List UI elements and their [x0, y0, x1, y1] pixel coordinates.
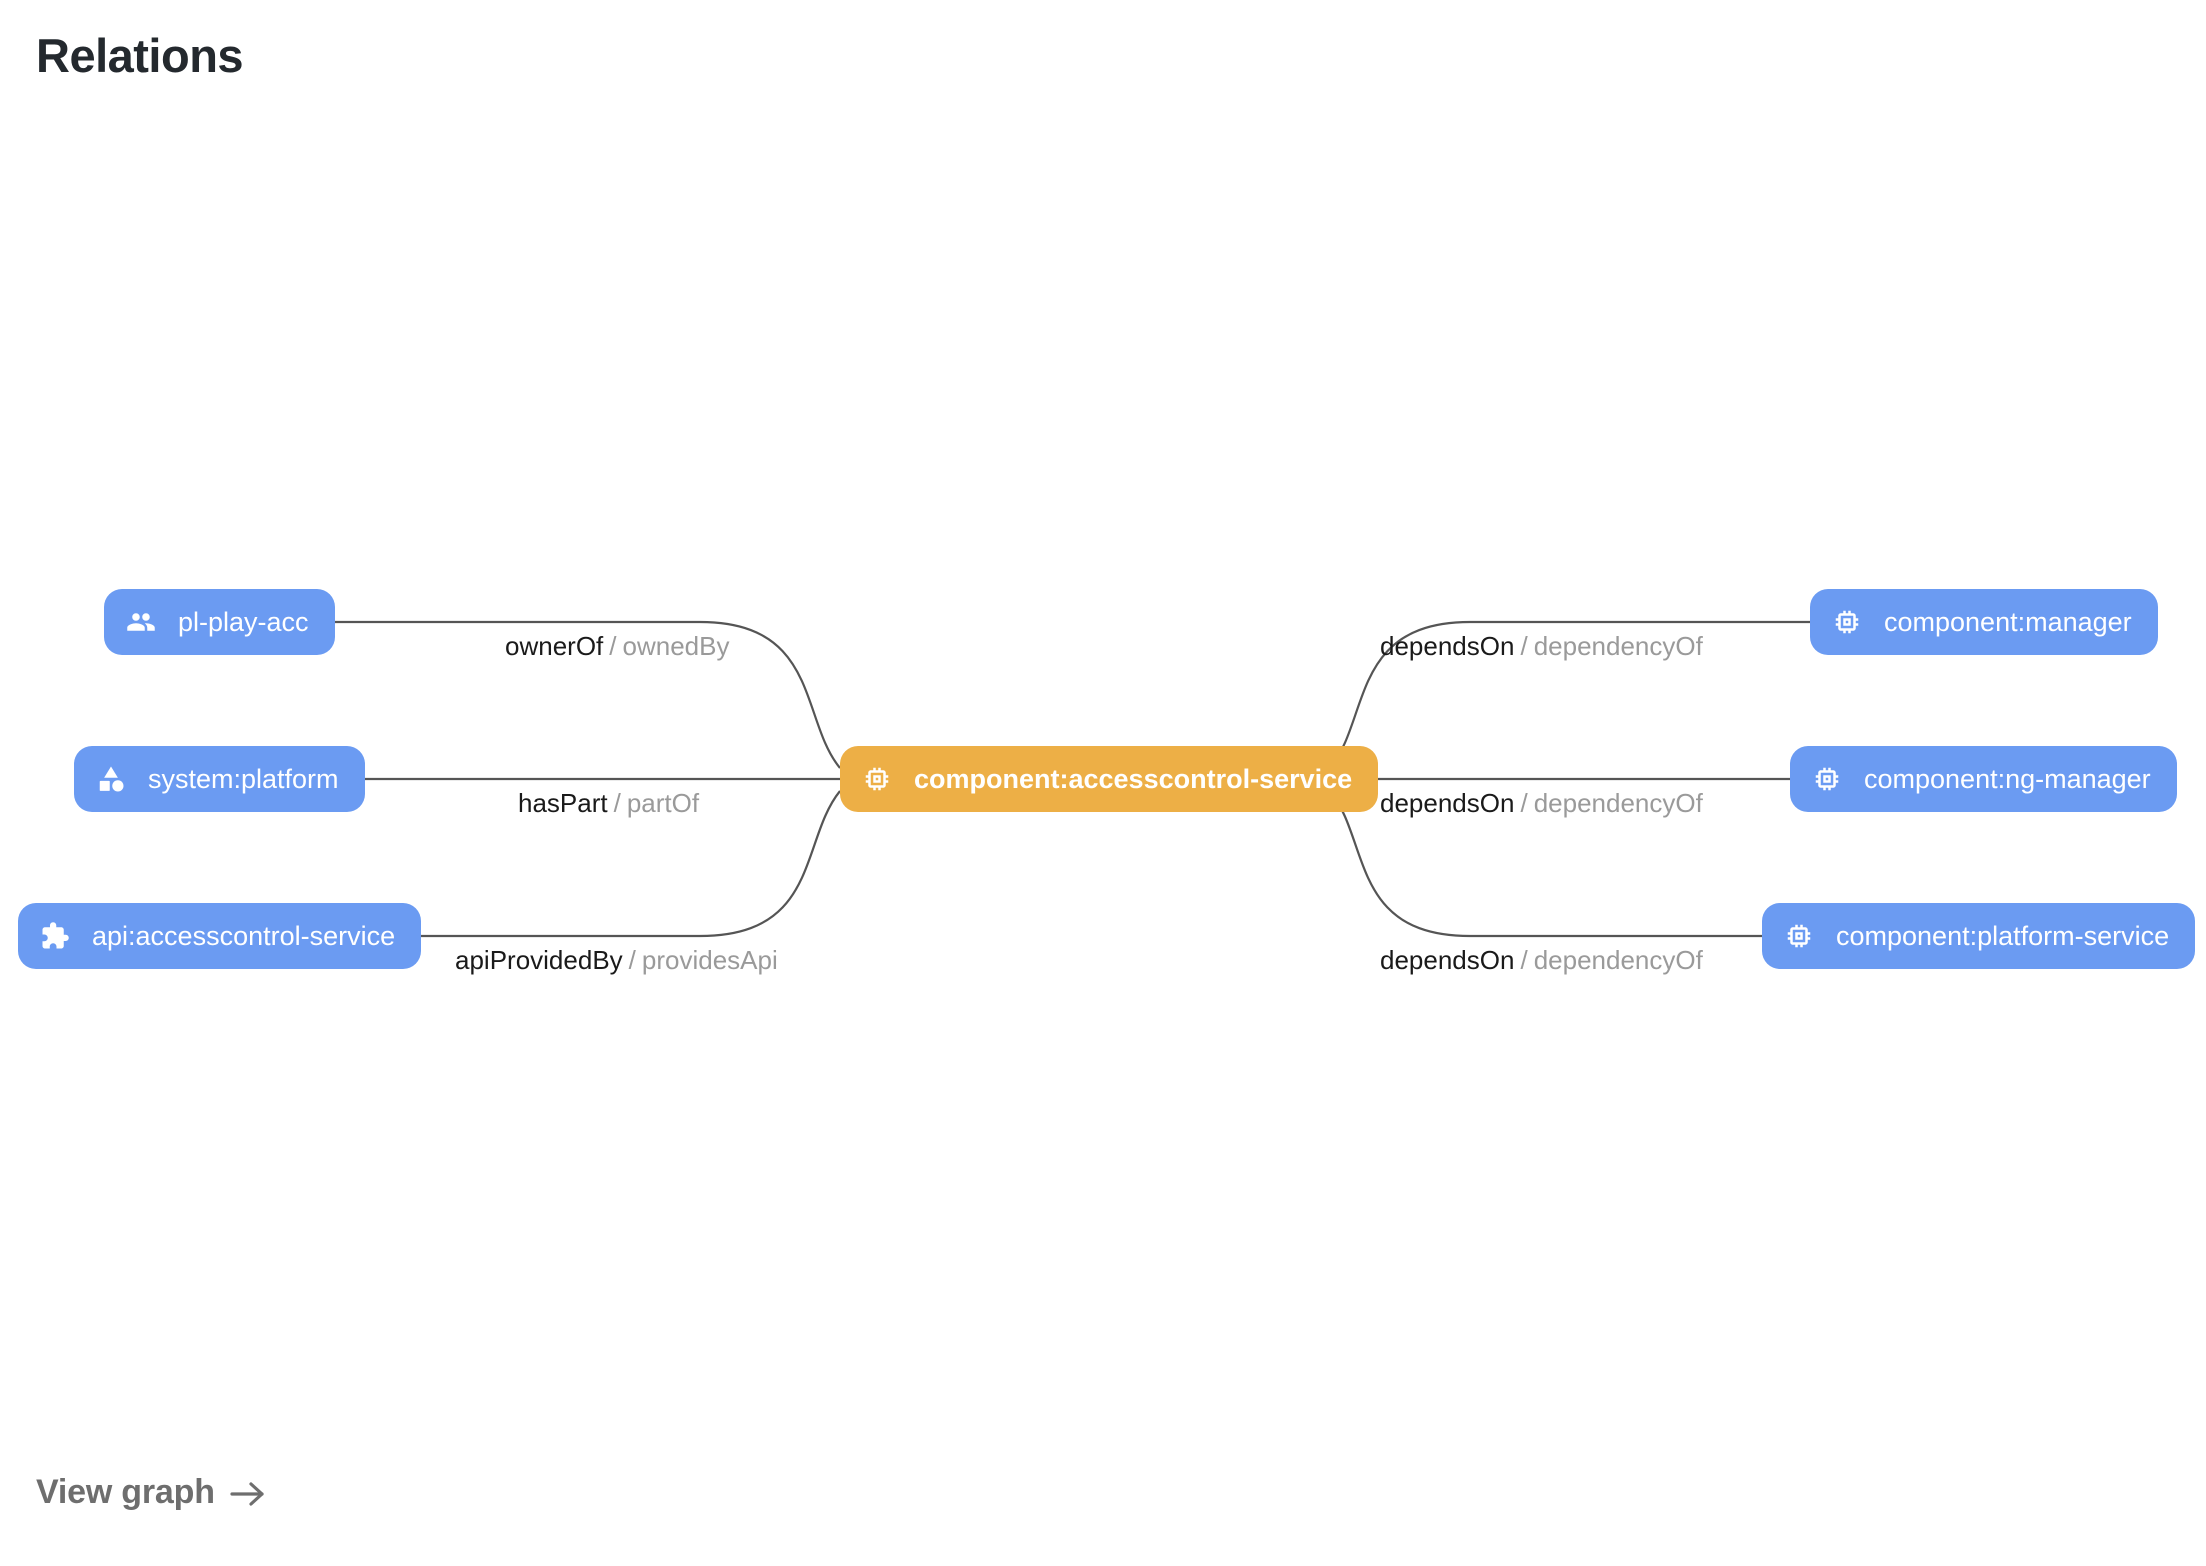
edge-label-forward: apiProvidedBy: [455, 945, 623, 975]
puzzle-piece-icon: [40, 921, 70, 951]
edge-label-separator: /: [1520, 788, 1528, 818]
graph-node-label: component:platform-service: [1836, 920, 2170, 951]
edge-label-dependson-ng-manager: dependsOn/dependencyOf: [1380, 790, 1703, 816]
graph-node-label: pl-play-acc: [178, 606, 309, 637]
edge-label-reverse: dependencyOf: [1533, 945, 1703, 975]
edge-label-forward: hasPart: [518, 788, 608, 818]
edge-label-forward: dependsOn: [1380, 631, 1515, 661]
edge-label-separator: /: [613, 788, 621, 818]
graph-node-component-ng-manager[interactable]: component:ng-manager: [1790, 746, 2177, 812]
graph-node-component-manager[interactable]: component:manager: [1810, 589, 2158, 655]
graph-node-label: api:accesscontrol-service: [92, 920, 396, 951]
edge-label-reverse: partOf: [626, 788, 700, 818]
edge-label-separator: /: [609, 631, 617, 661]
edge-label-forward: dependsOn: [1380, 945, 1515, 975]
edge-label-dependson-platform-service: dependsOn/dependencyOf: [1380, 947, 1703, 973]
edge-label-reverse: ownedBy: [622, 631, 730, 661]
arrow-right-icon: [229, 1479, 267, 1509]
edge-label-forward: dependsOn: [1380, 788, 1515, 818]
edge-label-separator: /: [1520, 945, 1528, 975]
memory-chip-icon: [862, 764, 892, 794]
graph-node-api-accesscontrol-service[interactable]: api:accesscontrol-service: [18, 903, 422, 969]
graph-node-label: component:manager: [1884, 606, 2132, 637]
edge-label-haspart: hasPart/partOf: [518, 790, 699, 816]
graph-node-component-accesscontrol-service[interactable]: component:accesscontrol-service: [840, 746, 1379, 812]
graph-node-label: component:ng-manager: [1864, 763, 2151, 794]
group-people-icon: [126, 607, 156, 637]
edge-label-separator: /: [628, 945, 636, 975]
graph-node-system-platform[interactable]: system:platform: [74, 746, 365, 812]
edge-label-reverse: dependencyOf: [1533, 788, 1703, 818]
memory-chip-icon: [1812, 764, 1842, 794]
graph-node-pl-play-acc[interactable]: pl-play-acc: [104, 589, 335, 655]
edge-label-forward: ownerOf: [505, 631, 604, 661]
edge-label-dependson-manager: dependsOn/dependencyOf: [1380, 633, 1703, 659]
category-shapes-icon: [96, 764, 126, 794]
page-title: Relations: [36, 29, 244, 82]
graph-node-component-platform-service[interactable]: component:platform-service: [1762, 903, 2196, 969]
edge-label-reverse: dependencyOf: [1533, 631, 1703, 661]
edge-label-separator: /: [1520, 631, 1528, 661]
edge-label-ownerof: ownerOf/ownedBy: [505, 633, 729, 659]
graph-node-label: system:platform: [148, 763, 339, 794]
graph-node-label: component:accesscontrol-service: [914, 763, 1353, 794]
memory-chip-icon: [1784, 921, 1814, 951]
view-graph-label: View graph: [36, 1473, 215, 1511]
view-graph-link[interactable]: View graph: [36, 1473, 267, 1512]
memory-chip-icon: [1832, 607, 1862, 637]
edge-label-apiprovidedby: apiProvidedBy/providesApi: [455, 947, 778, 973]
edge-label-reverse: providesApi: [641, 945, 778, 975]
